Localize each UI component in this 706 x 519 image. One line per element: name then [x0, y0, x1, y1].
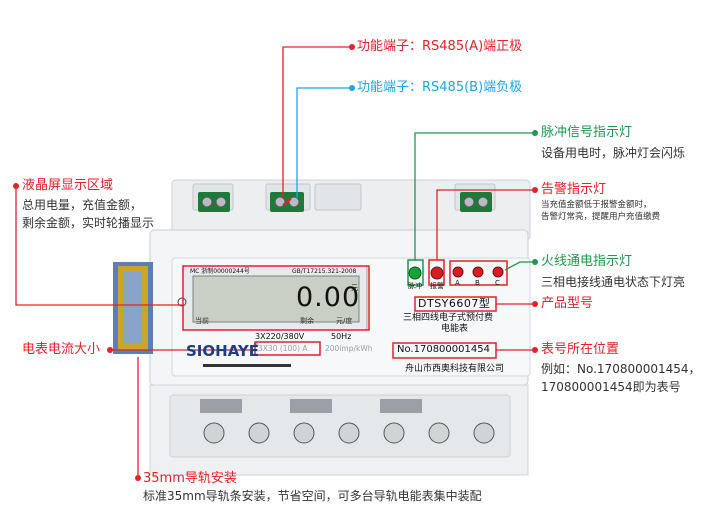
brand-logo: SIOHAYE [186, 342, 259, 360]
lcd-label-mid: 剩余 [300, 317, 314, 325]
callout-pulse-desc: 设备用电时，脉冲灯会闪烁 [541, 146, 686, 160]
callout-current-title: 电表电流大小 [22, 342, 101, 357]
meter-name-line-2: 电能表 [441, 324, 469, 334]
current-label: 3X30 (100) A [258, 344, 308, 353]
callout-live-desc: 三相电接线通电状态下灯亮 [541, 275, 686, 289]
callout-rs485-b: 功能端子：RS485(B)端负极 [357, 80, 523, 95]
phase-a-label: A [455, 279, 460, 287]
bottom-terminals [200, 399, 495, 444]
voltage-label: 3X220/380V [255, 332, 305, 341]
current-highlight-box [254, 341, 321, 356]
constant-label: 200imp/kWh [325, 344, 373, 353]
callout-live-title: 火线通电指示灯 [541, 254, 633, 269]
serial-label: No.170800001454 [397, 344, 490, 355]
phase-a-led [452, 266, 464, 278]
callout-model-title: 产品型号 [541, 296, 594, 311]
leader-lines [13, 44, 538, 481]
brand-registered-mark: ® [253, 342, 259, 349]
din-rail-clip [113, 262, 153, 354]
phase-b-led [472, 266, 484, 278]
alarm-led-label: 报警 [430, 282, 444, 290]
manufacturer-label: 舟山市西奥科技有限公司 [405, 364, 505, 374]
alarm-led [430, 266, 444, 280]
frequency-label: 50Hz [331, 332, 352, 341]
top-terminal-block-3 [460, 192, 492, 212]
pulse-led-label: 脉冲 [408, 282, 422, 290]
callout-rail-title: 35mm导轨安装 [143, 471, 237, 486]
lcd-label-left: 当前 [195, 317, 209, 325]
callout-serial-desc-1: 例如：No.170800001454， [541, 362, 701, 376]
model-label: DTSY6607型 [418, 297, 491, 310]
phase-c-label: C [495, 279, 500, 287]
lcd-display-value: 0.00 [296, 282, 361, 313]
callout-alarm-desc-1: 当充值金额低于报警金额时， [541, 200, 652, 210]
lcd-highlight-box [182, 265, 370, 331]
callout-lcd-title: 液晶屏显示区域 [22, 178, 114, 193]
callout-pulse-title: 脉冲信号指示灯 [541, 125, 633, 140]
callout-alarm-title: 告警指示灯 [541, 182, 607, 197]
lcd-label-right: 元/度 [336, 317, 353, 325]
standard-text: GB/T17215.321-2008 [292, 268, 357, 275]
cert-text: MC 浙制00000244号 [190, 268, 250, 275]
callout-rs485-a: 功能端子：RS485(A)端正极 [357, 39, 523, 54]
top-terminal-block-rs485 [270, 192, 304, 212]
callout-rail-desc: 标准35mm导轨条安装，节省空间，可多台导轨电能表集中装配 [143, 489, 482, 503]
callout-serial-desc-2: 170800001454即为表号 [541, 380, 681, 394]
callout-lcd-desc-1: 总用电量，充值金额， [22, 198, 143, 212]
lcd-display-unit: 元 [351, 284, 358, 292]
meter-name-line-1: 三相四线电子式预付费 [403, 313, 494, 323]
lcd-screen [192, 275, 360, 323]
phase-c-led [492, 266, 504, 278]
pulse-led [408, 266, 422, 280]
callout-serial-title: 表号所在位置 [541, 342, 620, 357]
callout-lcd-desc-2: 剩余金额，实时轮播显示 [22, 216, 155, 230]
phase-b-label: B [475, 279, 480, 287]
callout-alarm-desc-2: 告警灯常亮，提醒用户充值缴费 [541, 212, 661, 222]
top-terminal-block-1 [198, 192, 230, 212]
live-led-highlight-box [449, 260, 508, 286]
